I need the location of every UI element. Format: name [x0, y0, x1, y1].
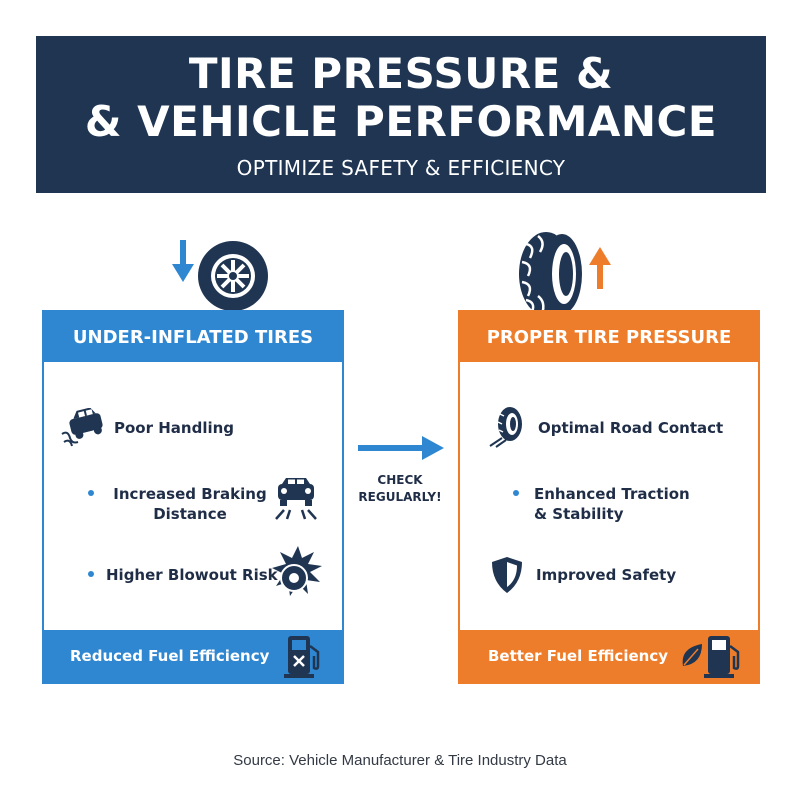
braking-car-icon [275, 478, 317, 520]
item-braking-distance: Increased Braking Distance [110, 484, 270, 524]
check-label-line2: REGULARLY! [358, 490, 442, 504]
up-arrow-icon [589, 247, 611, 289]
proper-pressure-footer: Better Fuel Efficiency [460, 630, 758, 682]
item-traction-text: Enhanced Traction & Stability [534, 485, 690, 523]
blowout-icon [272, 546, 322, 596]
under-inflated-panel: UNDER-INFLATED TIRES Poor Handling Incre… [42, 310, 344, 684]
title-banner: TIRE PRESSURE & & VEHICLE PERFORMANCE OP… [36, 36, 766, 193]
down-arrow-icon [172, 240, 194, 282]
under-inflated-title: UNDER-INFLATED TIRES [44, 312, 342, 362]
item-braking-distance-text: Increased Braking Distance [113, 485, 267, 523]
check-label-line1: CHECK [377, 473, 423, 487]
bullet [88, 571, 94, 577]
title-line-2: & VEHICLE PERFORMANCE [84, 97, 718, 146]
wheel-icon [198, 241, 268, 311]
under-inflated-footer: Reduced Fuel Efficiency [44, 630, 342, 682]
tire-road-icon [489, 407, 522, 448]
bullet [88, 490, 94, 496]
right-arrow-icon [358, 436, 444, 460]
title-line-1: TIRE PRESSURE & [188, 49, 614, 98]
tire-tread-icon [519, 232, 582, 316]
subtitle: OPTIMIZE SAFETY & EFFICIENCY [236, 156, 566, 180]
shield-icon [492, 557, 522, 593]
item-blowout-risk: Higher Blowout Risk [106, 566, 278, 584]
proper-pressure-footer-text: Better Fuel Efficiency [488, 647, 668, 665]
under-inflated-footer-text: Reduced Fuel Efficiency [70, 647, 270, 665]
source-note: Source: Vehicle Manufacturer & Tire Indu… [233, 752, 567, 769]
item-road-contact: Optimal Road Contact [538, 419, 724, 437]
check-regularly-label: CHECK REGULARLY! [352, 472, 448, 506]
item-traction: Enhanced Traction & Stability [534, 484, 696, 524]
skidding-car-icon [61, 408, 103, 447]
fuel-pump-icon [704, 636, 740, 678]
item-improved-safety: Improved Safety [536, 566, 677, 584]
bullet [513, 490, 519, 496]
item-poor-handling: Poor Handling [114, 419, 235, 437]
proper-pressure-title: PROPER TIRE PRESSURE [460, 312, 758, 362]
proper-pressure-panel: PROPER TIRE PRESSURE Optimal Road Contac… [458, 310, 760, 684]
fuel-pump-x-icon [284, 636, 320, 678]
leaf-icon [682, 644, 702, 666]
